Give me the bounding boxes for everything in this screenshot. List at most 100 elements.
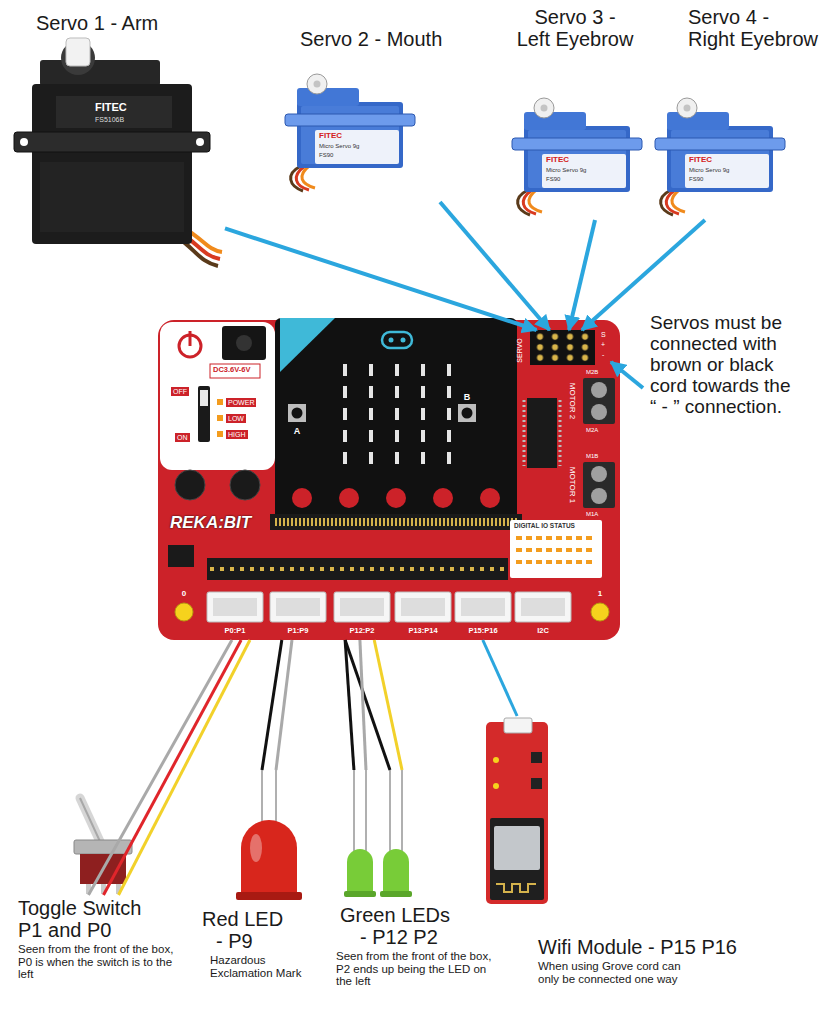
terminal-label: M1B: [586, 453, 598, 459]
reka-bit-board: [158, 318, 620, 640]
pin-label: -: [602, 351, 604, 358]
reka-bit-board: [530, 330, 595, 365]
part-title: Toggle Switch P1 and P0: [18, 897, 143, 941]
reka-bit-board: [591, 466, 607, 482]
servo-arm-image: [14, 132, 210, 152]
servo-header: SERVO: [530, 330, 595, 365]
reka-bit-board: [340, 598, 384, 616]
servo-part: Servo 4 - Right Eyebrow: [650, 2, 825, 220]
pin-label: +: [601, 341, 605, 348]
status-label: DIGITAL IO STATUS: [514, 523, 575, 530]
button-label: 0: [182, 590, 186, 598]
reka-bit-board: [275, 518, 517, 526]
reka-bit-board: [168, 545, 194, 567]
part-title: Red LED - P9: [202, 908, 285, 952]
reka-bit-board: [207, 592, 263, 622]
reka-bit-board: [523, 400, 526, 466]
wifi-module-image: [493, 757, 499, 763]
reka-bit-board: [207, 558, 508, 580]
reka-bit-board: [591, 488, 607, 504]
part-note: When using Grove cord can only be connec…: [538, 960, 688, 985]
led-wires: [262, 640, 292, 770]
reka-bit-board: [395, 592, 451, 622]
switch-wires: [88, 640, 231, 895]
reka-bit-board: [433, 488, 453, 508]
switch-wires: [103, 640, 241, 895]
reka-bit-board: [401, 598, 445, 616]
terminal-label: M2B: [586, 369, 598, 375]
brand-label: FITEC: [689, 156, 712, 164]
reka-bit-board: [230, 470, 260, 500]
voltage-label: DC3.6V-6V: [213, 366, 251, 374]
reka-bit-board: [339, 488, 359, 508]
reka-bit-board: [217, 415, 223, 421]
brand-label: FITEC: [95, 102, 127, 113]
reka-bit-board: [210, 364, 260, 378]
button-label: B: [464, 393, 471, 402]
reka-bit-board: [175, 603, 193, 621]
reka-bit-board: [270, 514, 522, 530]
green-led-image: [365, 770, 367, 864]
wifi-module-image: [486, 718, 548, 904]
reka-bit-board: [210, 567, 505, 571]
reka-bit-board: [332, 360, 462, 470]
green-led-image: [383, 849, 409, 894]
reka-bit-board: [236, 335, 252, 351]
grove-cable: [483, 640, 517, 716]
button-label: 1: [598, 590, 602, 598]
servo-arm-image: [20, 138, 28, 146]
led-wires: [345, 640, 402, 770]
port-label: I2C: [537, 627, 549, 635]
reka-bit-board: [461, 598, 505, 616]
green-led-image: [344, 891, 376, 897]
part-title: Servo 1 - Arm: [36, 12, 225, 34]
switch-part: Toggle Switch P1 and P0Seen from the fro…: [14, 895, 204, 987]
reka-bit-board: [198, 386, 210, 442]
note-arrow: [611, 362, 643, 388]
servo-arm-image: [40, 60, 160, 86]
reka-bit-board: [217, 399, 223, 405]
led-wires: [345, 640, 390, 770]
wifi-module-image: [486, 722, 548, 904]
button-label: A: [294, 427, 301, 436]
reka-bit-board: [275, 318, 517, 530]
reka-bit-board: [292, 488, 312, 508]
port-label: P12:P2: [349, 627, 374, 635]
part-title: Servo 3 - Left Eyebrow: [516, 6, 634, 50]
green-led-image: [353, 770, 355, 864]
reka-bit-board: [527, 398, 557, 468]
green-led-image: [344, 770, 412, 897]
reka-bit-board: [591, 404, 607, 420]
switch-wires: [119, 640, 250, 895]
servo-arm-image: [40, 162, 184, 232]
reka-bit-board: [480, 488, 500, 508]
reka-bit-board: [288, 404, 306, 422]
red-led-image: [241, 820, 297, 896]
port-label: P0:P1: [225, 627, 246, 635]
brand-label: FITEC: [319, 132, 342, 140]
brand-label: FITEC: [546, 156, 569, 164]
servo-arrow: [225, 228, 537, 330]
reka-bit-board: [521, 598, 565, 616]
motor-label: MOTOR 1: [568, 467, 576, 503]
reka-bit-board: [401, 338, 406, 343]
servo-arrow: [440, 202, 550, 330]
motor-label: MOTOR 2: [568, 383, 576, 419]
reka-bit-board: [559, 400, 562, 466]
green-led-image: [347, 849, 373, 894]
part-title: Green LEDs - P12 P2: [340, 904, 452, 948]
part-note: Seen from the front of the box, P2 ends …: [336, 950, 502, 988]
switch-label: OFF: [171, 387, 189, 396]
servo-arm-image: [66, 38, 90, 66]
reka-bit-board: [533, 332, 593, 364]
reka-bit-board: [591, 603, 609, 621]
servo-arrow: [569, 220, 595, 330]
mode-label: POWER: [226, 398, 256, 407]
servo-arm-image: [196, 138, 204, 146]
part-title: Wifi Module - P15 P16: [538, 936, 744, 958]
reka-bit-board: [175, 470, 205, 500]
